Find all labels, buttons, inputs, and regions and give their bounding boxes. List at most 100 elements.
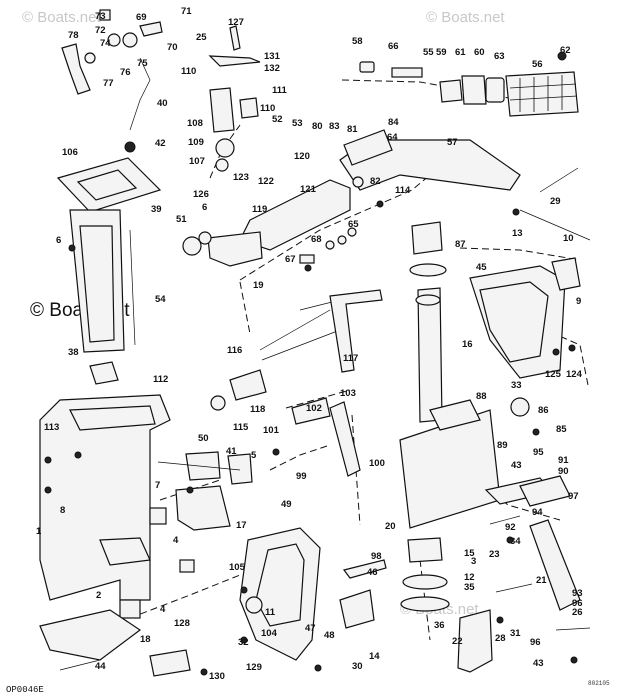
part-number-label: 47 (305, 623, 316, 634)
part-number-label: 89 (497, 440, 508, 451)
part-number-label: 103 (340, 388, 356, 399)
part-number-label: 4 (173, 535, 179, 546)
part-number-label: 67 (285, 254, 296, 265)
part-number-label: 129 (246, 662, 262, 673)
part-number-label: 81 (347, 124, 358, 135)
part-number-label: 23 (489, 549, 500, 560)
part-number-label: 132 (264, 63, 280, 74)
part-number-label: 96 (530, 637, 541, 648)
part-number-label: 12 (464, 572, 475, 583)
watermark-top-left: © Boats.net (22, 9, 101, 26)
part-number-label: 68 (311, 234, 322, 245)
part-number-label: 95 (533, 447, 544, 458)
part-number-label: 25 (196, 32, 207, 43)
part-number-label: 8 (60, 505, 65, 516)
part-number-label: 120 (294, 151, 310, 162)
part-number-label: 28 (495, 633, 506, 644)
part-number-label: 88 (476, 391, 487, 402)
part-number-label: 61 (455, 47, 466, 58)
part-number-label: 41 (226, 446, 237, 457)
diagram-code: OP0046E (6, 685, 44, 695)
part-number-label: 43 (511, 460, 522, 471)
steering-bracket (209, 87, 259, 172)
part-number-label: 49 (281, 499, 292, 510)
exhaust-tube (69, 209, 136, 385)
part-number-label: 29 (550, 196, 561, 207)
part-number-label: 7 (155, 480, 160, 491)
part-number-label: 56 (532, 59, 543, 70)
part-number-label: 113 (44, 422, 59, 433)
part-number-label: 104 (261, 628, 278, 639)
part-number-label: 36 (434, 620, 445, 631)
part-number-label: 65 (348, 219, 359, 230)
part-number-label: 80 (312, 121, 323, 132)
part-number-label: 76 (120, 67, 131, 78)
part-number-label: 18 (140, 634, 151, 645)
part-number-label: 60 (474, 47, 485, 58)
part-number-label: 50 (198, 433, 209, 444)
part-number-label: 20 (385, 521, 396, 532)
part-number-label: 31 (510, 628, 521, 639)
part-number-label: 16 (462, 339, 473, 350)
tiller-handle (339, 51, 579, 191)
part-number-label: 9 (576, 296, 581, 307)
part-number-label: 21 (536, 575, 547, 586)
part-number-label: 3 (471, 556, 476, 567)
part-number-label: 32 (238, 637, 249, 648)
exhaust-housing (39, 394, 195, 619)
part-number-label: 69 (136, 12, 147, 23)
part-number-label: 19 (253, 280, 264, 291)
part-number-label: 86 (538, 405, 549, 416)
part-number-label: 5 (251, 450, 257, 461)
part-number-label: 92 (505, 522, 516, 533)
top-cover-plate (56, 157, 162, 213)
part-number-label: 33 (511, 380, 522, 391)
part-number-label: 85 (556, 424, 567, 435)
part-number-label: 119 (252, 204, 267, 215)
part-number-label: 121 (300, 184, 317, 195)
part-number-label: 107 (189, 156, 205, 167)
part-number-label: 35 (464, 582, 475, 593)
part-number-label: 130 (209, 671, 225, 682)
part-number-label: 125 (545, 369, 562, 380)
part-number-label: 82 (370, 176, 381, 187)
part-number-label: 26 (572, 607, 583, 618)
part-number-label: 22 (452, 636, 463, 647)
part-number-label: 94 (532, 507, 543, 518)
part-number-label: 1 (36, 526, 42, 537)
part-number-label: 90 (558, 466, 569, 477)
rods-and-cables (157, 167, 591, 593)
part-number-label: 83 (329, 121, 340, 132)
part-number-label: 72 (95, 25, 106, 36)
clamp-bracket-left (239, 527, 375, 661)
part-number-label: 2 (96, 590, 101, 601)
part-number-label: 62 (560, 45, 571, 56)
bottom-cover (39, 609, 191, 677)
part-number-label: 126 (193, 189, 209, 200)
part-number-label: 46 (367, 567, 378, 578)
gearshift-bracket (175, 451, 253, 531)
watermark-top-right: © Boats.net (426, 9, 505, 26)
part-number-label: 55 (423, 47, 434, 58)
part-number-label: 52 (272, 114, 283, 125)
part-number-label: 131 (264, 51, 281, 62)
part-number-label: 13 (512, 228, 523, 239)
part-number-label: 110 (181, 66, 196, 77)
part-number-label: 43 (533, 658, 544, 669)
part-number-label: 40 (157, 98, 168, 109)
part-number-label: 63 (494, 51, 505, 62)
part-number-label: 39 (151, 204, 162, 215)
throttle-lever-assembly (61, 9, 261, 153)
part-number-label: 78 (68, 30, 79, 41)
corner-code: 802105 (588, 680, 610, 687)
part-number-label: 54 (155, 294, 166, 305)
part-number-label: 114 (395, 185, 411, 196)
part-number-label: 4 (160, 604, 166, 615)
fasteners (44, 200, 578, 676)
part-number-label: 118 (250, 404, 265, 415)
part-number-label: 15 (464, 548, 475, 559)
part-number-label: 75 (137, 58, 148, 69)
swivel-bracket (182, 176, 364, 267)
